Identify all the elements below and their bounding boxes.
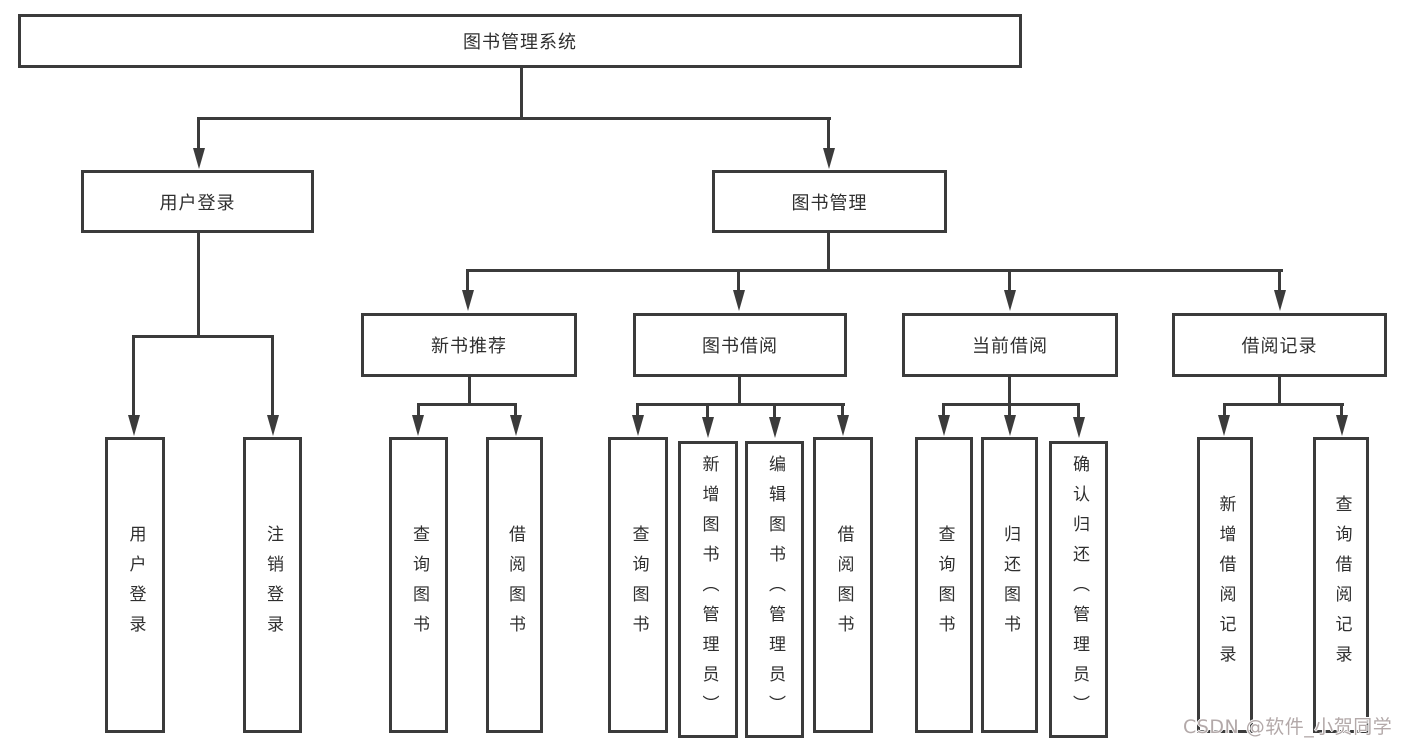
connector-newbooks-down	[468, 377, 471, 406]
arrowhead-book-borrow	[733, 290, 745, 311]
arrowhead-bb-edit	[769, 417, 781, 438]
node-current-borrowing: 当前借阅	[902, 313, 1118, 377]
connector-bookborrow-drop2	[706, 403, 709, 417]
connector-userlogin-drop1	[132, 335, 135, 417]
arrowhead-leaf-user-login	[128, 415, 140, 436]
arrowhead-new-books	[462, 290, 474, 311]
connector-bookborrow-drop1	[636, 403, 639, 417]
leaf-borrow-borrow: 借阅图书	[813, 437, 873, 733]
leaf-records-query-label: 查询借阅记录	[1331, 495, 1352, 675]
connector-newbooks-drop1	[417, 403, 420, 417]
connector-bookmgmt-drop4	[1278, 269, 1281, 294]
leaf-current-return-label: 归还图书	[1000, 525, 1020, 645]
leaf-current-confirm-admin: 确认归还（管理员）	[1049, 441, 1108, 738]
leaf-current-query-label: 查询图书	[934, 525, 955, 645]
connector-bookborrow-drop4	[841, 403, 844, 417]
leaf-borrow-edit-admin-label: 编辑图书（管理员）	[765, 454, 785, 725]
leaf-current-query: 查询图书	[915, 437, 973, 733]
node-user-login: 用户登录	[81, 170, 314, 233]
connector-currentborrow-drop3	[1077, 403, 1080, 417]
connector-bookmgmt-branch	[466, 269, 1283, 272]
connector-userlogin-drop2	[271, 335, 274, 417]
arrowhead-book-mgmt	[823, 148, 835, 169]
connector-root-branch	[197, 117, 831, 120]
leaf-records-add-label: 新增借阅记录	[1215, 495, 1236, 675]
leaf-logout-label: 注销登录	[263, 525, 283, 645]
connector-bookborrow-branch	[636, 403, 845, 406]
arrowhead-user-login	[193, 148, 205, 169]
arrowhead-cb-confirm	[1073, 417, 1085, 438]
arrowhead-cb-query	[938, 415, 950, 436]
connector-root-right-drop	[827, 117, 830, 150]
connector-currentborrow-drop2	[1008, 403, 1011, 417]
connector-bookmgmt-drop2	[737, 269, 740, 294]
connector-bookmgmt-drop3	[1008, 269, 1011, 294]
connector-newbooks-drop2	[514, 403, 517, 417]
watermark-csdn: CSDN @软件_小贺同学	[1183, 716, 1393, 738]
arrowhead-bb-add	[702, 417, 714, 438]
node-new-book-recommend: 新书推荐	[361, 313, 577, 377]
leaf-borrow-query: 查询图书	[608, 437, 668, 733]
node-borrow-records: 借阅记录	[1172, 313, 1387, 377]
connector-root-left-drop	[197, 117, 200, 150]
connector-currentborrow-branch	[942, 403, 1080, 406]
node-book-management: 图书管理	[712, 170, 947, 233]
leaf-borrow-edit-admin: 编辑图书（管理员）	[745, 441, 804, 738]
connector-bookmgmt-down	[827, 233, 830, 272]
connector-currentborrow-drop1	[942, 403, 945, 417]
node-book-borrowing: 图书借阅	[633, 313, 847, 377]
leaf-logout: 注销登录	[243, 437, 302, 733]
leaf-borrow-add-admin-label: 新增图书（管理员）	[698, 454, 719, 725]
connector-bookmgmt-drop1	[466, 269, 469, 294]
leaf-current-return: 归还图书	[981, 437, 1038, 733]
arrowhead-cb-return	[1004, 415, 1016, 436]
arrowhead-br-query	[1336, 415, 1348, 436]
leaf-new-books-borrow: 借阅图书	[486, 437, 543, 733]
connector-records-drop1	[1223, 403, 1226, 417]
connector-newbooks-branch	[417, 403, 517, 406]
connector-bookborrow-down	[738, 377, 741, 406]
connector-bookborrow-drop3	[773, 403, 776, 417]
arrowhead-bb-query	[632, 415, 644, 436]
leaf-borrow-query-label: 查询图书	[628, 525, 649, 645]
leaf-records-add: 新增借阅记录	[1197, 437, 1253, 733]
leaf-new-books-borrow-label: 借阅图书	[505, 525, 525, 645]
connector-records-drop2	[1340, 403, 1343, 417]
arrowhead-borrow-records	[1274, 290, 1286, 311]
arrowhead-nb-query	[412, 415, 424, 436]
arrowhead-bb-borrow	[837, 415, 849, 436]
arrowhead-current-borrow	[1004, 290, 1016, 311]
node-library-system: 图书管理系统	[18, 14, 1022, 68]
arrowhead-nb-borrow	[510, 415, 522, 436]
leaf-current-confirm-admin-label: 确认归还（管理员）	[1069, 454, 1089, 725]
leaf-new-books-query-label: 查询图书	[409, 525, 429, 645]
leaf-records-query: 查询借阅记录	[1313, 437, 1369, 733]
connector-userlogin-down	[197, 233, 200, 337]
leaf-new-books-query: 查询图书	[389, 437, 448, 733]
leaf-user-login: 用户登录	[105, 437, 165, 733]
connector-records-branch	[1223, 403, 1344, 406]
connector-records-down	[1278, 377, 1281, 406]
arrowhead-br-add	[1218, 415, 1230, 436]
connector-currentborrow-down	[1008, 377, 1011, 406]
connector-userlogin-branch	[132, 335, 274, 338]
arrowhead-leaf-logout	[267, 415, 279, 436]
leaf-borrow-borrow-label: 借阅图书	[833, 525, 854, 645]
connector-root-down	[520, 66, 523, 119]
leaf-user-login-label: 用户登录	[125, 525, 146, 645]
leaf-borrow-add-admin: 新增图书（管理员）	[678, 441, 738, 738]
